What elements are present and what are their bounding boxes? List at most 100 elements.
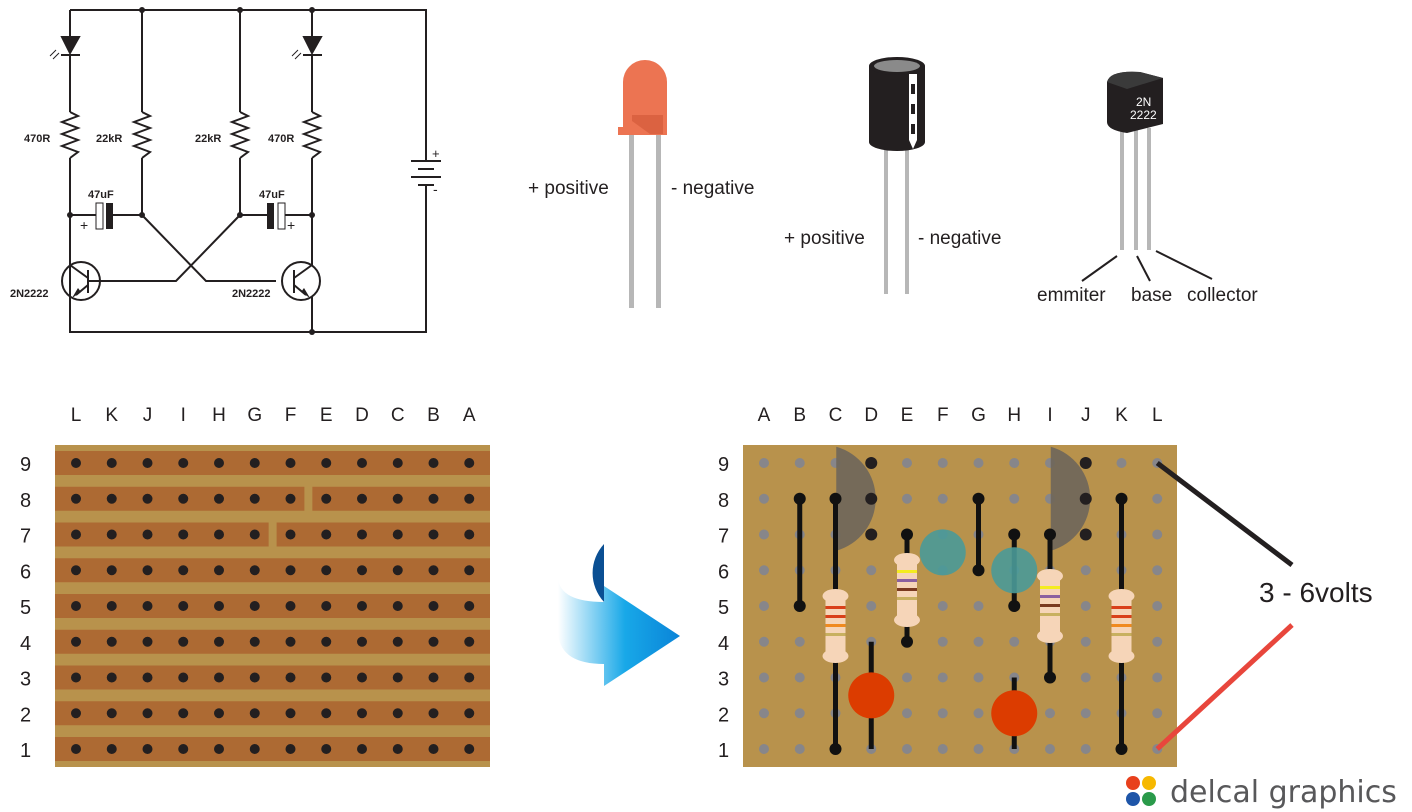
collector-label: collector [1187, 285, 1258, 306]
transistor-marking-2: 2222 [1130, 108, 1157, 122]
column-label: B [793, 405, 806, 426]
copper-track [55, 665, 490, 690]
hole [178, 565, 189, 576]
resistor-cap [1037, 629, 1063, 643]
hole [214, 529, 224, 540]
column-label: D [355, 405, 369, 426]
column-label: C [391, 405, 405, 426]
hole [392, 672, 403, 683]
hole [759, 565, 769, 576]
hole [142, 493, 153, 504]
supply-wire-negative [1155, 461, 1294, 567]
column-label: L [1152, 405, 1163, 426]
hole [1080, 672, 1091, 683]
hole [106, 565, 117, 576]
copper-track [276, 522, 490, 547]
capacitor-part: + positive - negative [784, 57, 1001, 294]
hole [794, 672, 805, 683]
led-lead-positive [629, 130, 634, 308]
hole [321, 565, 332, 576]
hole [71, 744, 81, 754]
transistor-pin [865, 528, 878, 541]
color-band [897, 597, 917, 600]
transistor-marking-1: 2N [1136, 95, 1151, 109]
hole [214, 672, 224, 683]
copper-track [55, 594, 490, 618]
hole [1009, 493, 1020, 504]
hole [392, 565, 403, 576]
row-label: 5 [20, 597, 31, 619]
hole [1080, 565, 1091, 576]
led-symbol-left [60, 36, 81, 56]
hole [464, 744, 475, 754]
row-label: 3 [718, 669, 729, 691]
hole [321, 601, 332, 611]
logo-petal [1142, 792, 1156, 806]
column-label: E [320, 405, 333, 426]
row-label: 3 [20, 669, 31, 691]
emitter-arrow-left [72, 288, 81, 298]
transistor-pin [1079, 528, 1092, 541]
hole [178, 493, 189, 504]
hole [106, 601, 117, 611]
capacitor-plate-minus-right [267, 203, 274, 229]
hole [357, 672, 367, 683]
hole [142, 672, 153, 683]
hole [1152, 565, 1163, 576]
hole [178, 708, 189, 719]
hole [285, 636, 296, 647]
hole [937, 708, 948, 719]
capacitor-plate-plus-right [277, 202, 286, 230]
hole [1080, 744, 1091, 754]
cap-lead-negative [905, 150, 909, 294]
transistor-symbol-left [61, 261, 101, 301]
resistor-symbol-22kr-left [131, 111, 153, 159]
solder-pad [1115, 743, 1128, 755]
hole [321, 458, 332, 468]
hole [142, 636, 153, 647]
resistor-cap [1037, 569, 1063, 583]
resistor-470r [1108, 589, 1135, 663]
copper-track [55, 451, 490, 475]
resistor-cap [894, 613, 920, 627]
row-label: 5 [718, 597, 729, 619]
hole [1152, 529, 1163, 540]
hole [142, 601, 153, 611]
row-label: 8 [718, 490, 729, 512]
hole [973, 601, 984, 611]
hole [759, 458, 769, 468]
hole [428, 744, 439, 754]
resistor-symbol-470r-left [59, 111, 81, 159]
led-top-view [991, 690, 1038, 737]
hole [214, 744, 224, 754]
hole [178, 744, 189, 754]
junction-dots [67, 7, 315, 335]
transistor-part: 2N 2222 emmiter base collector [1037, 71, 1258, 306]
color-band [825, 615, 846, 618]
hole [392, 744, 403, 754]
hole [902, 744, 912, 754]
solder-pad [972, 564, 985, 577]
led-positive-label: + positive [528, 178, 609, 199]
supply-voltage-label: 3 - 6volts [1259, 577, 1373, 608]
transistor-pin [865, 492, 878, 505]
cap-negative-label: - negative [918, 228, 1001, 249]
hole [428, 458, 439, 468]
transistor-pin [865, 457, 878, 469]
hole [249, 708, 260, 719]
hole [464, 565, 475, 576]
hole [357, 529, 367, 540]
resistor-22kr [1037, 569, 1063, 643]
hole [71, 672, 81, 683]
column-label: H [1007, 405, 1021, 426]
hole [321, 672, 332, 683]
emitter-label: emmiter [1037, 285, 1106, 306]
resistor-22kr [894, 553, 920, 627]
hole [142, 744, 153, 754]
hole [428, 672, 439, 683]
row-label: 1 [20, 740, 31, 762]
hole [142, 529, 153, 540]
hole [392, 601, 403, 611]
row-label: 4 [718, 633, 729, 655]
